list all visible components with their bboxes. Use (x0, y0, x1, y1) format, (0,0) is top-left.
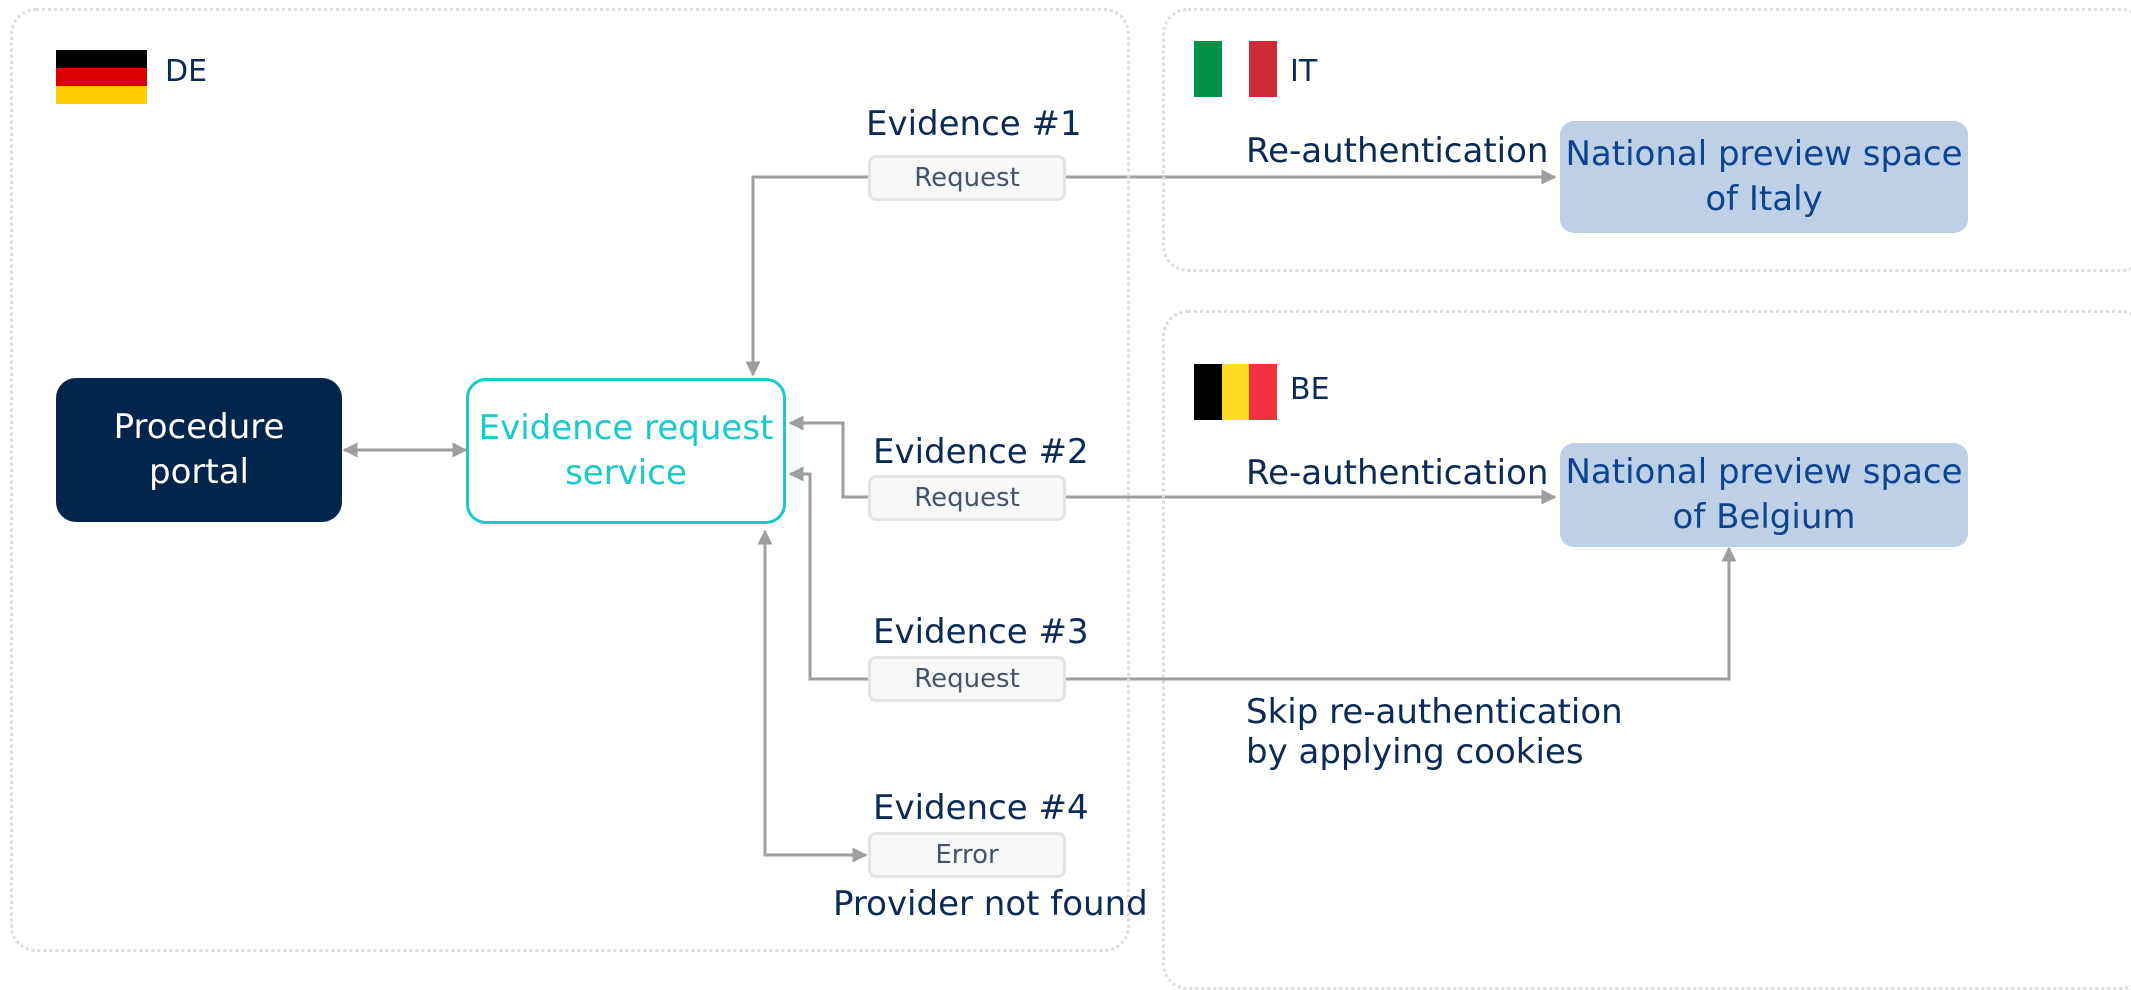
preview-italy-line2: of Italy (1705, 179, 1823, 219)
evidence-2-request-pill: Request (868, 475, 1066, 521)
evidence-request-service-line2: service (565, 453, 687, 493)
evidence-request-service-line1: Evidence request (478, 408, 774, 448)
procedure-portal-line2: portal (149, 452, 249, 492)
skip-reauth-label: Skip re-authentication by applying cooki… (1246, 692, 1623, 772)
reauth-belgium-label: Re-authentication (1246, 453, 1549, 493)
preview-italy-line1: National preview space (1565, 134, 1963, 174)
reauth-italy-label: Re-authentication (1246, 131, 1549, 171)
evidence-4-connector (757, 529, 868, 863)
preview-space-belgium-node: National preview space of Belgium (1560, 443, 1968, 547)
preview-belgium-line1: National preview space (1565, 452, 1963, 492)
skip-reauth-line1: Skip re-authentication (1246, 692, 1623, 732)
connector-lines (342, 169, 1737, 863)
evidence-1-connector (745, 169, 1557, 377)
region-de (10, 8, 1130, 952)
region-code-de: DE (165, 54, 208, 89)
procedure-portal-line1: Procedure (113, 407, 285, 447)
region-code-be: BE (1290, 372, 1330, 407)
evidence-1-request-pill: Request (868, 155, 1066, 201)
germany-flag-icon (56, 50, 147, 104)
skip-reauth-line2: by applying cookies (1246, 732, 1584, 772)
preview-belgium-line2: of Belgium (1672, 497, 1856, 537)
evidence-3-title: Evidence #3 (873, 612, 1089, 652)
italy-flag-icon (1194, 41, 1278, 97)
evidence-2-title: Evidence #2 (873, 432, 1089, 472)
preview-space-italy-node: National preview space of Italy (1560, 121, 1968, 233)
evidence-4-title: Evidence #4 (873, 788, 1089, 828)
region-code-it: IT (1290, 54, 1318, 89)
belgium-flag-icon (1194, 364, 1278, 420)
region-it (1162, 8, 2131, 272)
evidence-3-request-pill: Request (868, 656, 1066, 702)
evidence-request-service-node: Evidence request service (466, 378, 786, 524)
provider-not-found-label: Provider not found (833, 884, 1148, 924)
procedure-portal-node: Procedure portal (56, 378, 342, 522)
region-be (1162, 310, 2131, 990)
evidence-4-error-pill: Error (868, 832, 1066, 878)
evidence-1-title: Evidence #1 (866, 104, 1082, 144)
